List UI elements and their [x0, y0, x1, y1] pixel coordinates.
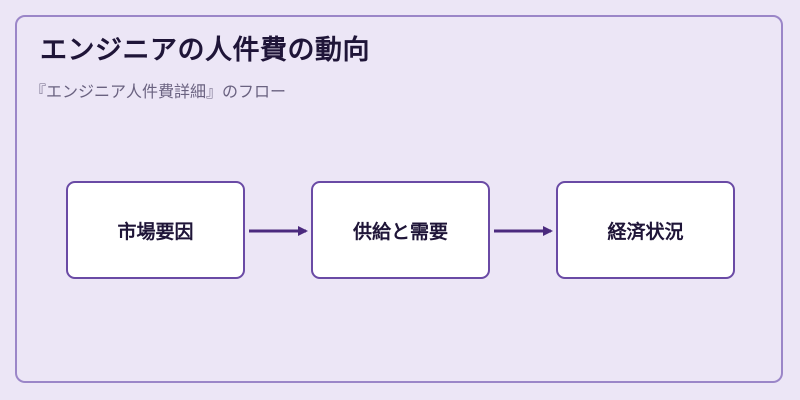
flow-node-supply-demand: 供給と需要: [311, 181, 490, 279]
page-title: エンジニアの人件費の動向: [40, 35, 370, 66]
flow-node-economic-conditions: 経済状況: [556, 181, 735, 279]
flow-node-market-factors: 市場要因: [66, 181, 245, 279]
page-subtitle: 『エンジニア人件費詳細』のフロー: [30, 82, 287, 101]
